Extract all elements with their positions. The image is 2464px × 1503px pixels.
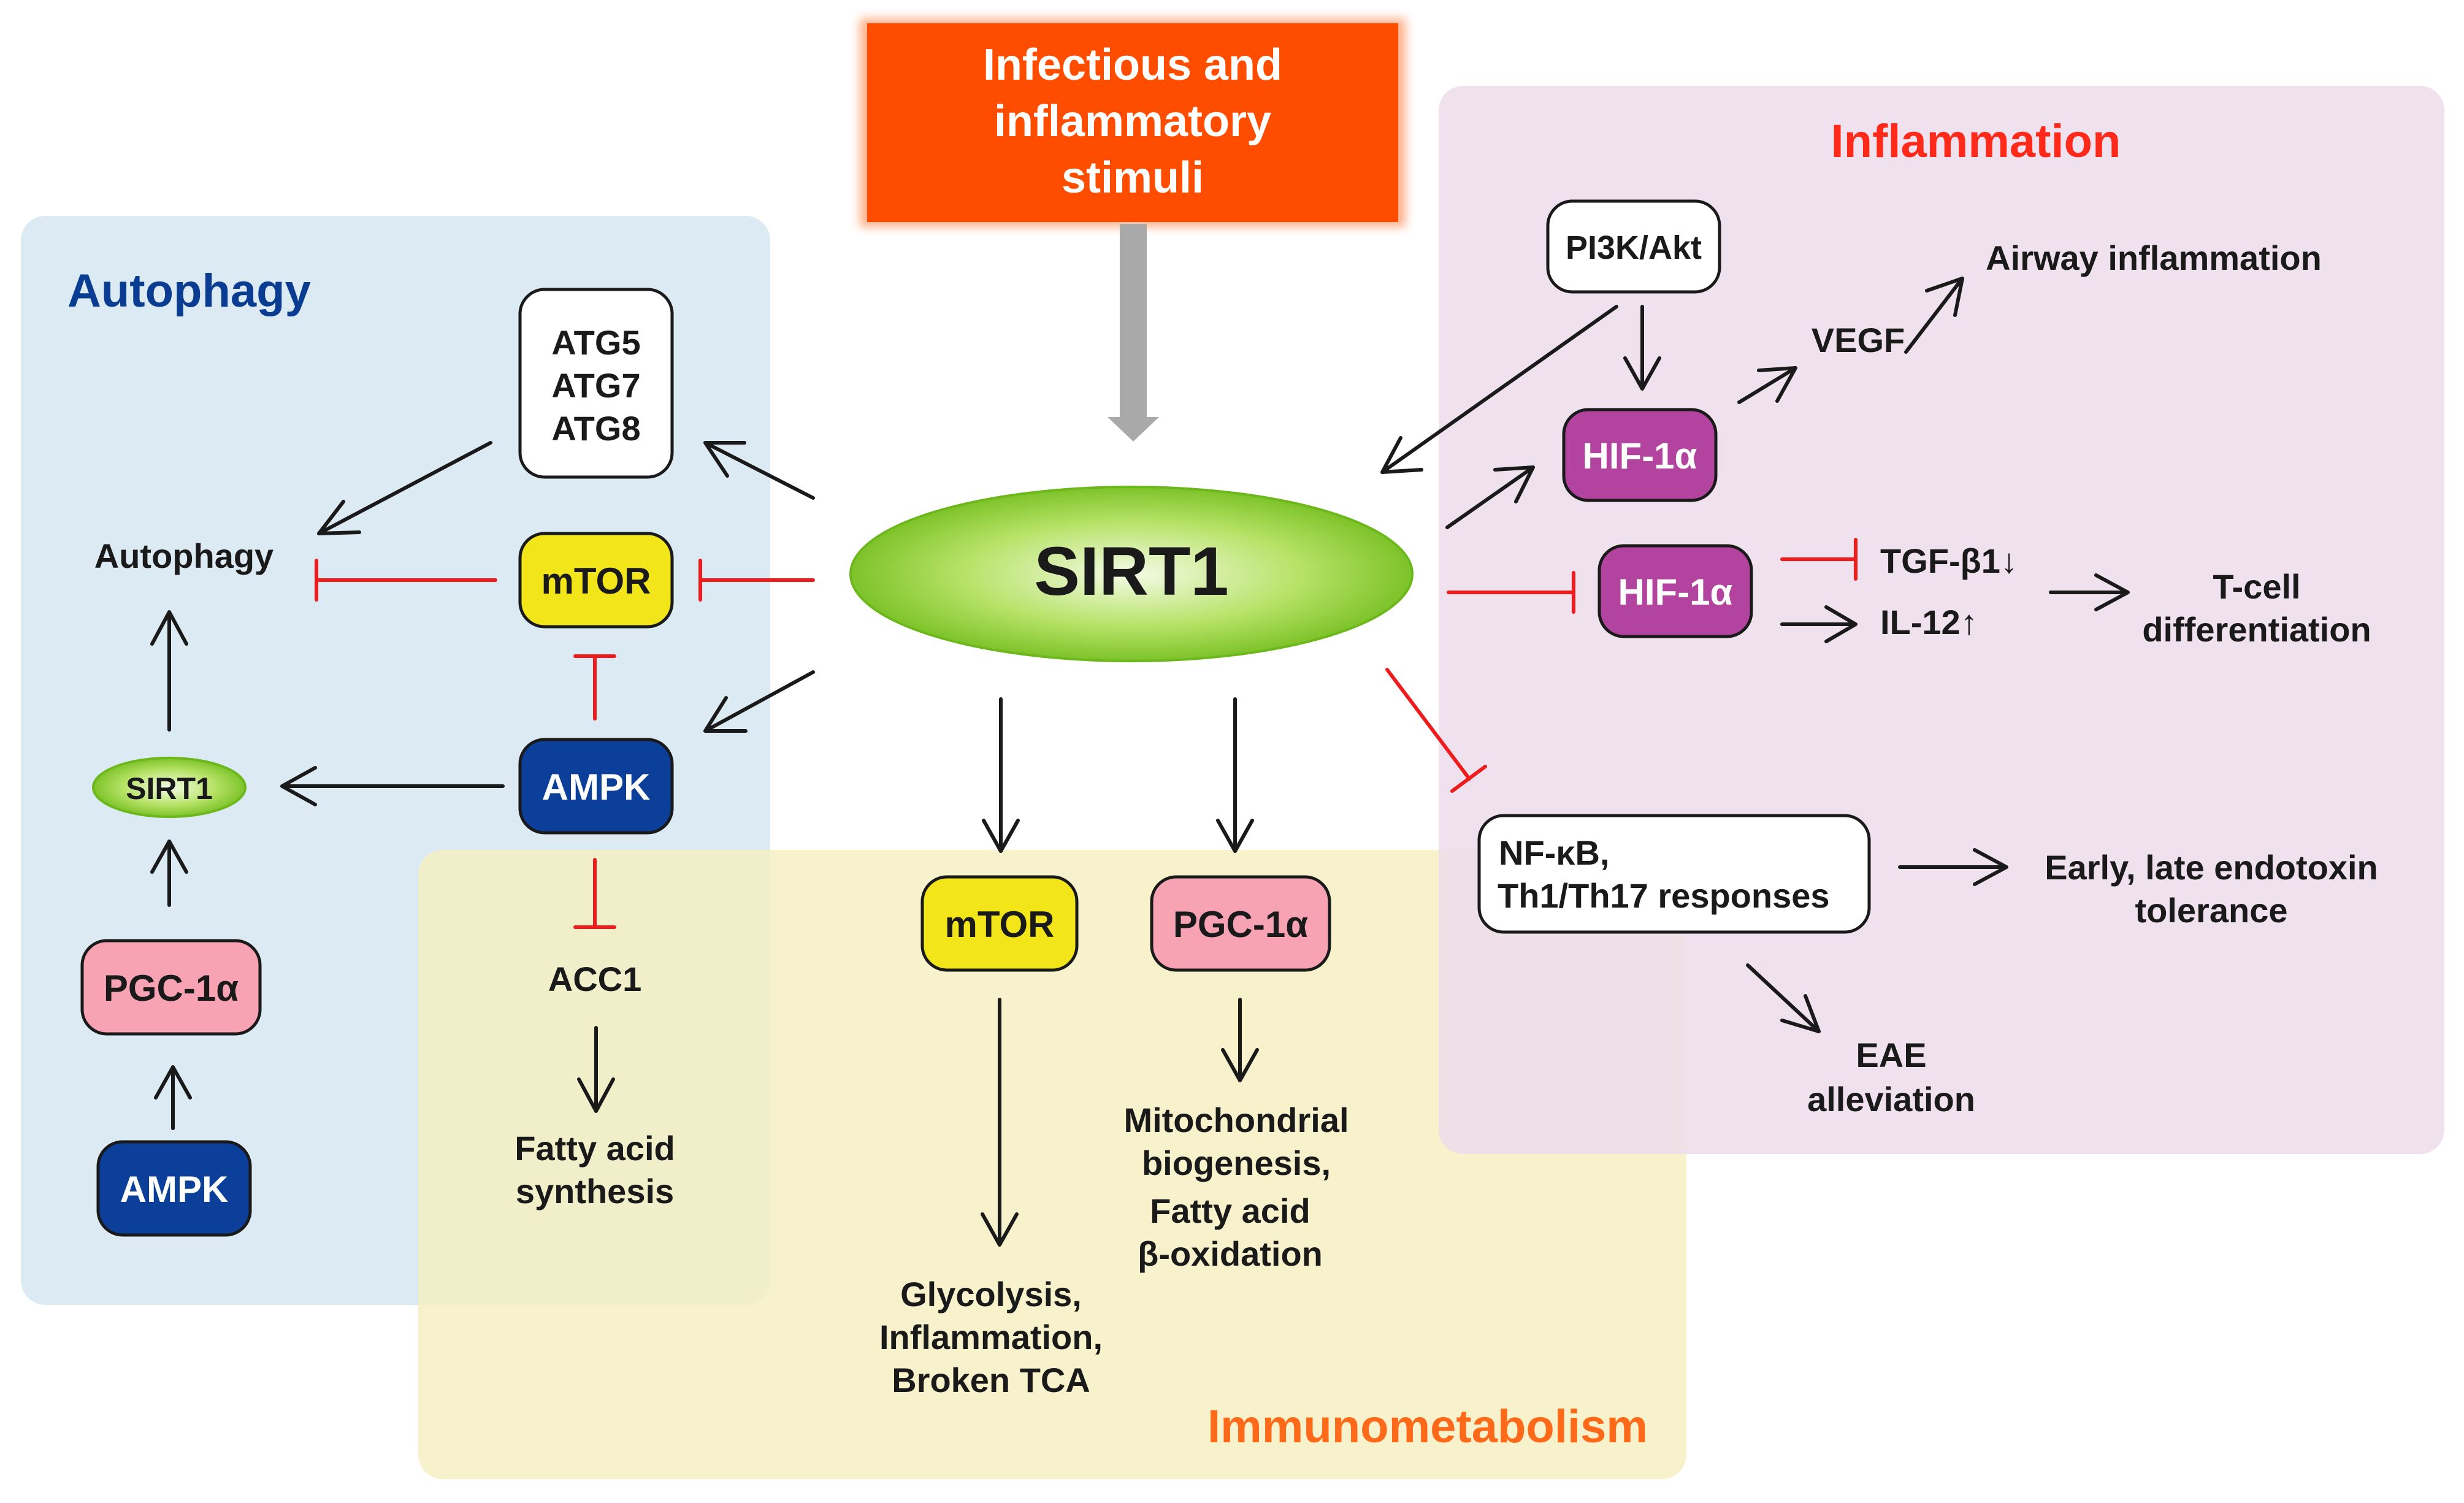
arrow-sirt1-small-to-autophagy bbox=[150, 610, 188, 732]
endotoxin-line-1: Early, late endotoxin bbox=[2045, 848, 2378, 887]
mtor-immuno-node bbox=[920, 875, 1079, 972]
tgf-label: TGF-β1↓ bbox=[1880, 541, 2018, 580]
hif-top-node bbox=[1562, 408, 1718, 502]
mito-line-2: biogenesis, bbox=[1142, 1144, 1331, 1182]
glycolysis-line-2: Inflammation, bbox=[879, 1318, 1103, 1356]
sirt1-center-node bbox=[849, 486, 1414, 662]
ampk-bottom-label: AMPK bbox=[120, 1169, 229, 1210]
airway-label: Airway inflammation bbox=[1986, 239, 2322, 277]
mito-line-1: Mitochondrial bbox=[1123, 1101, 1349, 1139]
arrow-sirt1-to-atg bbox=[703, 441, 815, 500]
inflammation-title: Inflammation bbox=[1831, 115, 2121, 167]
pgc-autophagy-label: PGC-1α bbox=[104, 968, 239, 1009]
atg5-label: ATG5 bbox=[551, 323, 640, 362]
arrow-pgc-to-mito bbox=[1221, 998, 1259, 1082]
inhibit-sirt1-hif-mid bbox=[1447, 571, 1575, 614]
acc1-label: ACC1 bbox=[548, 960, 641, 998]
sirt1-center-label: SIRT1 bbox=[1034, 533, 1228, 610]
arrow-pi3k-to-hif-top bbox=[1623, 305, 1661, 391]
pi3k-label: PI3K/Akt bbox=[1566, 229, 1702, 266]
stimuli-line-1: Infectious and bbox=[983, 40, 1282, 90]
nfkb-line-2: Th1/Th17 responses bbox=[1498, 876, 1830, 915]
fatty-acid-synthesis-line-1: Fatty acid bbox=[515, 1129, 675, 1168]
autophagy-title: Autophagy bbox=[67, 265, 311, 317]
stimuli-box bbox=[867, 23, 1398, 222]
hif-mid-label: HIF-1α bbox=[1618, 572, 1733, 613]
inhibit-ampk-acc1 bbox=[573, 858, 616, 929]
glycolysis-line-1: Glycolysis, bbox=[900, 1275, 1082, 1314]
arrow-hif-to-vegf bbox=[1737, 366, 1797, 404]
immunometabolism-region bbox=[418, 850, 1686, 1479]
mtor-autophagy-label: mTOR bbox=[541, 560, 651, 602]
glycolysis-line-3: Broken TCA bbox=[892, 1361, 1090, 1399]
arrow-cytokines-to-tcell bbox=[2049, 573, 2130, 611]
sirt1-small-label: SIRT1 bbox=[126, 771, 213, 806]
pgc-immuno-label: PGC-1α bbox=[1173, 904, 1308, 945]
il12-label: IL-12↑ bbox=[1880, 603, 1978, 641]
vegf-label: VEGF bbox=[1812, 321, 1905, 359]
arrow-sirt1-to-mtor-immuno bbox=[982, 697, 1020, 853]
arrow-atg-to-autophagy bbox=[317, 441, 492, 535]
pgc-autophagy-node bbox=[80, 939, 262, 1036]
eae-line-1: EAE bbox=[1856, 1036, 1926, 1074]
nfkb-line-1: NF-κB, bbox=[1499, 833, 1610, 872]
autophagy-process-label: Autophagy bbox=[94, 537, 274, 575]
tcell-line-2: differentiation bbox=[2142, 610, 2371, 649]
stimuli-arrow-head bbox=[1108, 417, 1159, 442]
inhibit-sirt1-nfkb bbox=[1385, 668, 1487, 793]
hif-top-label: HIF-1α bbox=[1583, 435, 1697, 476]
mtor-autophagy-node bbox=[518, 532, 674, 629]
arrow-pgc-to-sirt1-small bbox=[150, 839, 188, 907]
nfkb-node bbox=[1477, 814, 1871, 934]
arrow-sirt1-to-hif-top bbox=[1445, 465, 1535, 529]
arrow-nfkb-to-eae bbox=[1746, 963, 1821, 1033]
atg7-label: ATG7 bbox=[551, 366, 640, 405]
ampk-autophagy-node bbox=[518, 738, 674, 835]
connectors bbox=[150, 277, 2130, 1247]
ampk-bottom-node bbox=[96, 1140, 252, 1237]
mito-line-3: Fatty acid bbox=[1150, 1191, 1310, 1230]
eae-line-2: alleviation bbox=[1807, 1080, 1975, 1119]
inhibit-hif-tgf bbox=[1780, 538, 1858, 581]
mito-line-4: β-oxidation bbox=[1138, 1234, 1323, 1273]
inhibit-ampk-mtor bbox=[573, 654, 616, 721]
arrow-ampk-to-pgc bbox=[154, 1065, 192, 1130]
endotoxin-line-2: tolerance bbox=[2135, 891, 2288, 930]
inhibit-sirt1-mtor bbox=[698, 559, 815, 602]
inhibit-mtor-autophagy bbox=[315, 559, 497, 602]
atg8-label: ATG8 bbox=[551, 409, 640, 448]
mtor-immuno-label: mTOR bbox=[945, 904, 1055, 945]
arrow-hif-to-il12 bbox=[1780, 605, 1858, 643]
stimuli-arrow-shaft bbox=[1120, 224, 1147, 420]
hif-mid-node bbox=[1597, 544, 1753, 638]
arrow-pi3k-to-sirt1 bbox=[1380, 305, 1618, 474]
ampk-autophagy-label: AMPK bbox=[542, 767, 651, 808]
arrow-ampk-to-sirt1-small bbox=[280, 766, 505, 806]
atg-node bbox=[518, 288, 674, 479]
arrow-mtor-to-glycolysis bbox=[981, 998, 1019, 1247]
arrow-sirt1-to-ampk bbox=[703, 670, 815, 733]
fatty-acid-synthesis-line-2: synthesis bbox=[516, 1172, 674, 1210]
stimuli-line-3: stimuli bbox=[1062, 153, 1204, 202]
arrow-acc1-to-fas bbox=[577, 1026, 615, 1113]
tcell-line-1: T-cell bbox=[2213, 567, 2300, 606]
sirt1-small-node bbox=[92, 757, 247, 818]
arrow-sirt1-to-pgc-immuno bbox=[1216, 697, 1254, 853]
immunometabolism-title: Immunometabolism bbox=[1207, 1401, 1648, 1453]
pi3k-node bbox=[1546, 199, 1721, 294]
stimuli-line-2: inflammatory bbox=[994, 97, 1271, 146]
arrow-nfkb-to-endotoxin bbox=[1898, 848, 2008, 886]
pgc-immuno-node bbox=[1150, 875, 1331, 972]
arrow-vegf-to-airway bbox=[1904, 277, 1964, 354]
